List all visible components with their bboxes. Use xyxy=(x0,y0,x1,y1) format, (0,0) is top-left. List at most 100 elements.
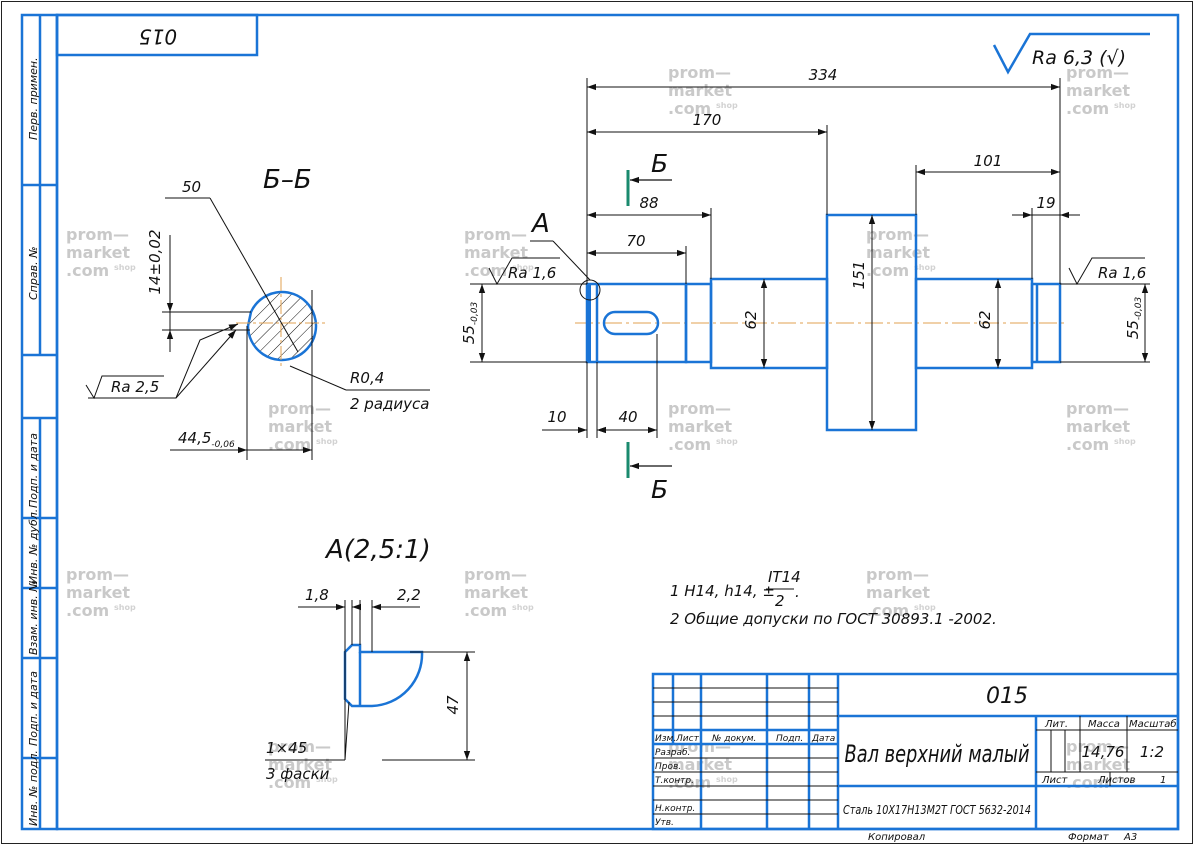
general-roughness: Ra 6,3 (√) xyxy=(992,32,1150,75)
title-format-value: A3 xyxy=(1123,832,1137,843)
title-block: 015 Вал верхний малый Сталь 10Х17Н13М2Т … xyxy=(651,672,1180,843)
svg-text:.com: .com xyxy=(668,435,711,454)
technical-notes: 1 H14, h14, ± IT14 2 . 2 Общие допуски п… xyxy=(670,568,997,628)
note-2: 2 Общие допуски по ГОСТ 30893.1 -2002. xyxy=(670,610,997,628)
stamp-perv-primen: Перв. примен. xyxy=(27,57,40,140)
svg-text:shop: shop xyxy=(316,775,338,784)
keyway-slot xyxy=(602,310,660,336)
svg-text:prom—: prom— xyxy=(66,225,129,244)
svg-text:shop: shop xyxy=(512,263,534,272)
svg-text:prom—: prom— xyxy=(268,737,331,756)
svg-text:.com: .com xyxy=(66,261,109,280)
corner-stamp-code: 015 xyxy=(139,25,177,49)
dim-55-left: 55-0,03 xyxy=(460,302,480,345)
note-1-numerator: IT14 xyxy=(768,568,801,586)
col-podp: Подп. xyxy=(776,734,803,744)
title-scale-label: Масштаб xyxy=(1129,718,1177,730)
ra-16-right: Ra 1,6 xyxy=(1098,264,1146,282)
row-nkontr: Н.контр. xyxy=(655,804,695,814)
note-1-prefix: 1 H14, h14, ± xyxy=(670,582,775,600)
stamp-vzam-inv: Взам. инв. № xyxy=(27,580,40,655)
title-lit-label: Лит. xyxy=(1044,719,1068,730)
svg-text:market: market xyxy=(668,81,732,100)
title-sheet-label: Лист xyxy=(1041,775,1069,786)
dim-62-right: 62 xyxy=(976,310,994,329)
title-format-label: Формат xyxy=(1068,832,1110,843)
detail-contour xyxy=(343,643,424,708)
title-scale: 1:2 xyxy=(1140,743,1164,761)
svg-text:shop: shop xyxy=(1114,101,1136,110)
section-mark-top-label: Б xyxy=(651,149,668,178)
detail-a: A(2,5:1) 1,8 2,2 47 1×45 3 фаски xyxy=(265,535,475,783)
svg-text:prom—: prom— xyxy=(866,565,929,584)
svg-text:shop: shop xyxy=(716,775,738,784)
dim-10: 10 xyxy=(547,408,566,426)
title-sheets-label: Листов xyxy=(1097,775,1135,786)
watermark-tile: prom—market.com shop xyxy=(866,225,936,280)
svg-text:prom—: prom— xyxy=(668,63,731,82)
row-utv: Утв. xyxy=(655,818,674,828)
detail-dim-22: 2,2 xyxy=(397,586,421,604)
section-mark-bottom: Б xyxy=(626,442,672,504)
svg-text:prom—: prom— xyxy=(464,565,527,584)
title-name: Вал верхний малый xyxy=(845,740,1030,768)
section-r04: R0,4 xyxy=(350,369,384,387)
side-stamps: Перв. примен. Справ. № Подп. и дата Инв.… xyxy=(27,57,40,826)
detail-dim-18: 1,8 xyxy=(305,586,329,604)
section-bb: Б–Б 50 14±0,02 Ra 2,5 R0,4 xyxy=(85,165,430,460)
col-dokum: № докум. xyxy=(711,734,756,744)
svg-text:prom—: prom— xyxy=(268,399,331,418)
svg-text:.com: .com xyxy=(1066,99,1109,118)
col-izm: Изм. xyxy=(655,734,676,744)
note-1-denominator: 2 xyxy=(775,592,785,610)
svg-text:.com: .com xyxy=(464,601,507,620)
shaft-journal-right xyxy=(1030,282,1062,364)
section-contour xyxy=(246,290,318,362)
stamp-podp-data-2: Подп. и дата xyxy=(27,671,40,746)
svg-text:shop: shop xyxy=(716,437,738,446)
dim-62-left: 62 xyxy=(742,310,760,329)
dim-170: 170 xyxy=(693,111,722,129)
row-prov: Пров. xyxy=(655,762,681,772)
svg-text:.com: .com xyxy=(866,261,909,280)
view-label-a: A xyxy=(530,209,550,239)
svg-text:shop: shop xyxy=(1114,437,1136,446)
svg-text:shop: shop xyxy=(1114,775,1136,784)
svg-text:shop: shop xyxy=(512,603,534,612)
svg-text:market: market xyxy=(1066,81,1130,100)
svg-text:market: market xyxy=(866,583,930,602)
svg-text:prom—: prom— xyxy=(1066,399,1129,418)
title-mass-label: Масса xyxy=(1088,719,1120,730)
svg-text:market: market xyxy=(464,243,528,262)
svg-text:shop: shop xyxy=(316,437,338,446)
section-radii-note: 2 радиуса xyxy=(350,395,429,413)
svg-text:prom—: prom— xyxy=(668,399,731,418)
svg-text:prom—: prom— xyxy=(66,565,129,584)
section-dim-50: 50 xyxy=(182,178,201,196)
note-1-end: . xyxy=(795,583,800,601)
svg-text:market: market xyxy=(1066,755,1130,774)
stamp-inv-dubl: Инв. № дубл. xyxy=(27,509,40,584)
svg-text:shop: shop xyxy=(914,263,936,272)
svg-text:prom—: prom— xyxy=(866,225,929,244)
dim-334: 334 xyxy=(809,66,838,84)
section-title: Б–Б xyxy=(263,165,312,195)
detail-title: A(2,5:1) xyxy=(324,535,431,565)
svg-text:.com: .com xyxy=(268,773,311,792)
detail-dim-47: 47 xyxy=(444,695,462,715)
svg-text:.com: .com xyxy=(668,99,711,118)
svg-text:market: market xyxy=(866,243,930,262)
stamp-inv-podl: Инв. № подл. xyxy=(27,750,40,826)
svg-text:prom—: prom— xyxy=(464,225,527,244)
svg-text:shop: shop xyxy=(114,263,136,272)
svg-text:shop: shop xyxy=(914,603,936,612)
section-mark-top: Б xyxy=(626,149,672,206)
